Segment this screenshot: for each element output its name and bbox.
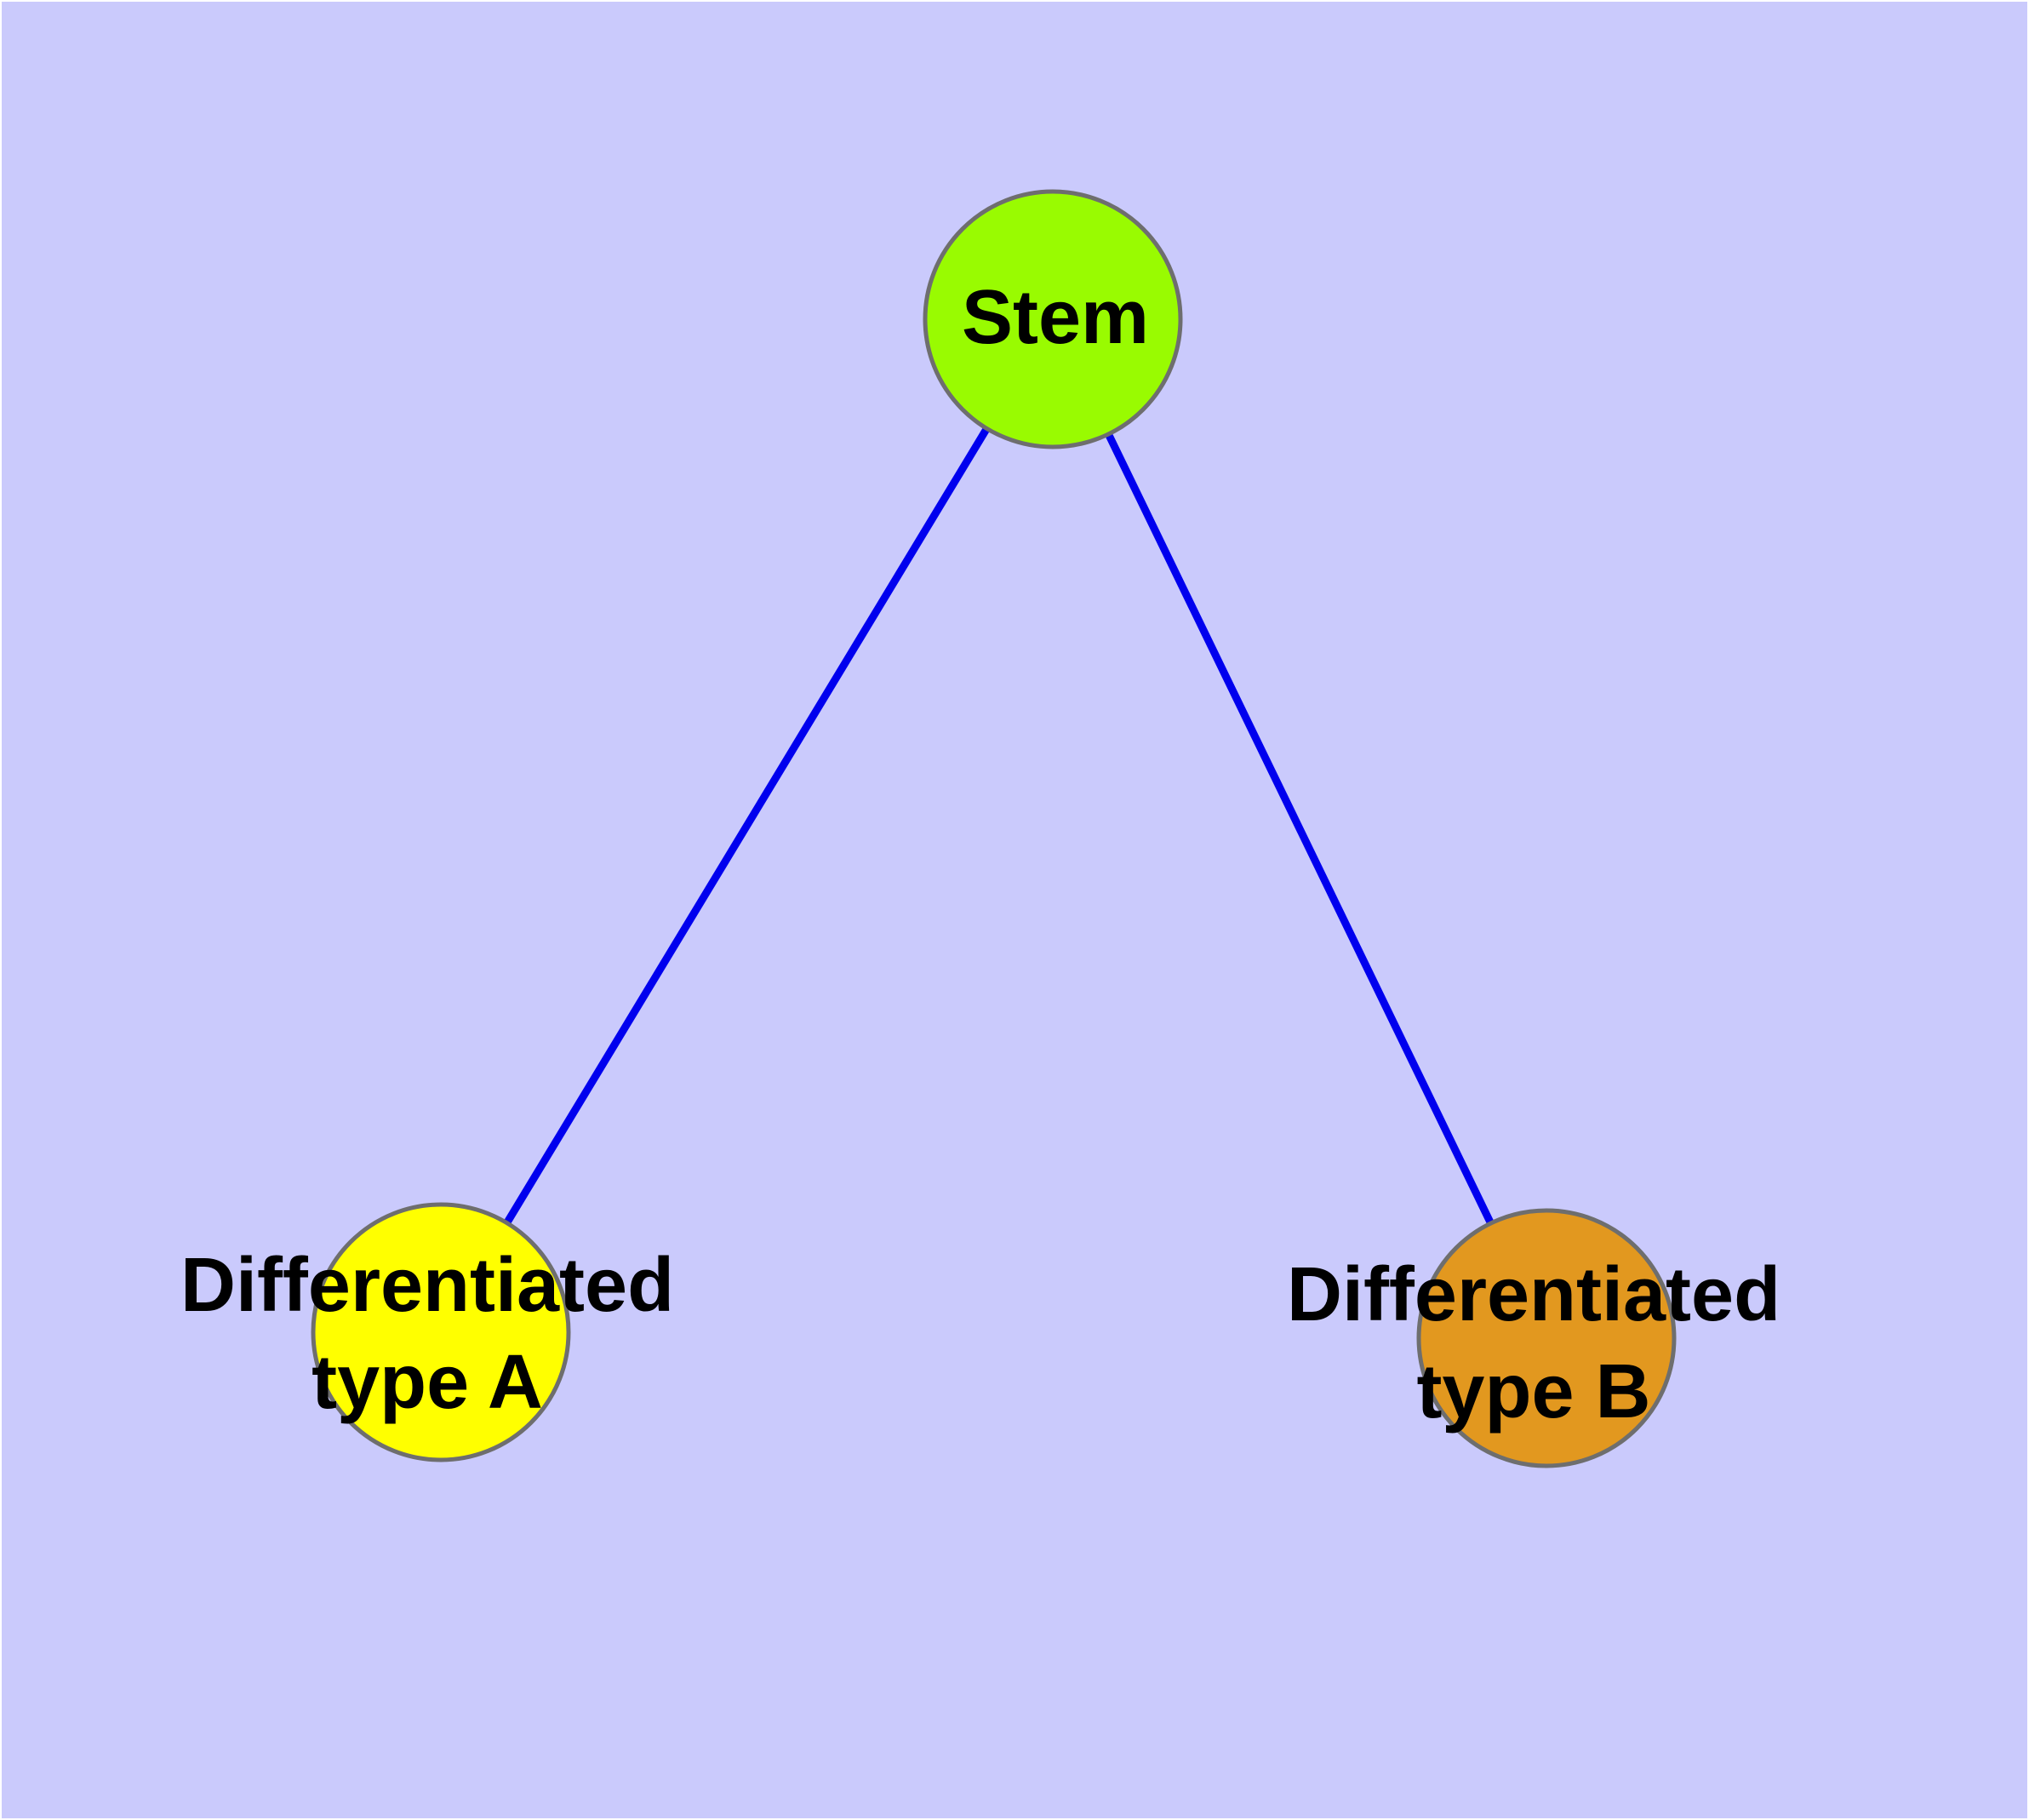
node-label-line: type A xyxy=(311,1340,543,1425)
node-label-differentiated-type-b: Differentiated type B xyxy=(1287,1246,1780,1440)
node-label-line: Differentiated xyxy=(180,1243,675,1328)
node-stem xyxy=(923,189,1183,449)
node-label-stem: Stem xyxy=(961,275,1150,360)
edge-stem-to-type-a xyxy=(437,317,1056,1335)
node-label-line: Differentiated xyxy=(1286,1252,1781,1337)
edge-stem-to-type-b xyxy=(1049,318,1551,1340)
node-label-line: type B xyxy=(1416,1349,1651,1434)
node-differentiated-type-b xyxy=(1416,1208,1677,1468)
node-label-differentiated-type-a: Differentiated type A xyxy=(180,1237,674,1431)
node-differentiated-type-a xyxy=(311,1202,571,1462)
